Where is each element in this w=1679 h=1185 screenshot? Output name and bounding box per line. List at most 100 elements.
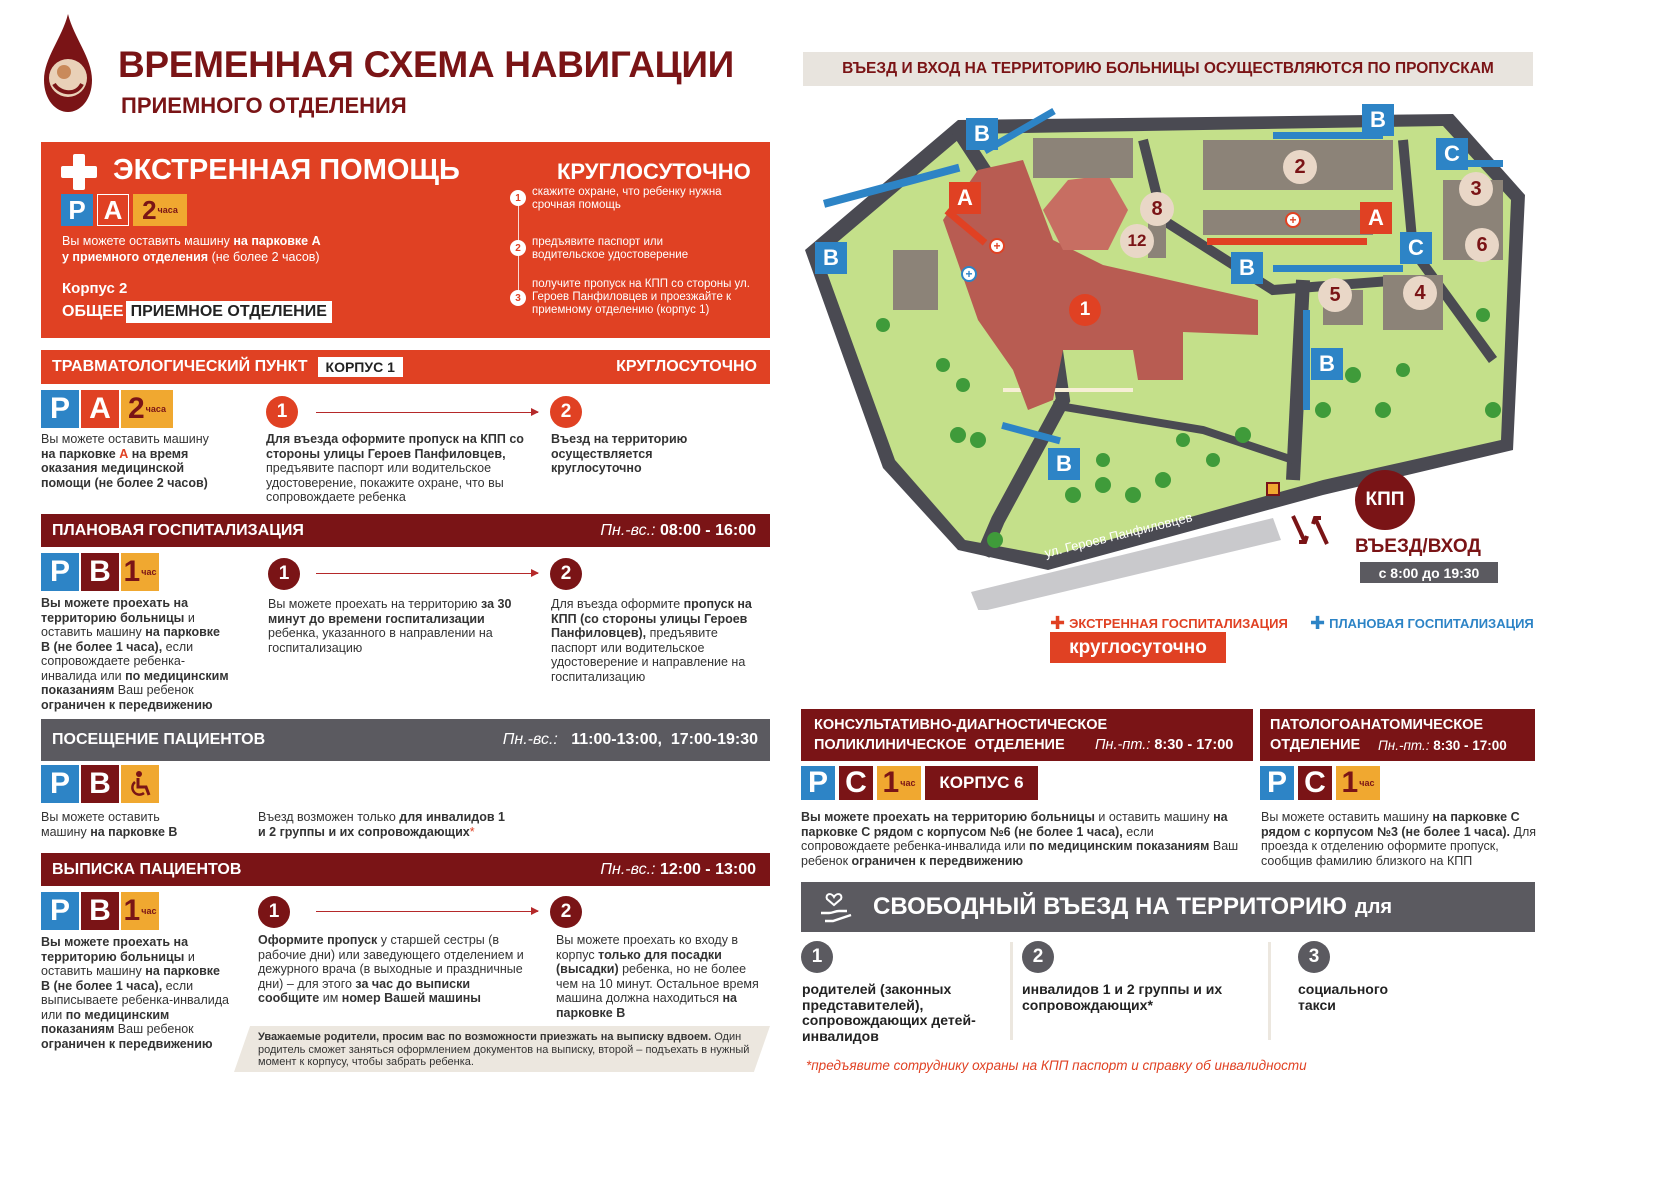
legend-emergency: ✚ЭКСТРЕННАЯ ГОСПИТАЛИЗАЦИЯ (1050, 613, 1288, 633)
legend-hours-badge: круглосуточно (1050, 632, 1226, 663)
visits-header: ПОСЕЩЕНИЕ ПАЦИЕНТОВ Пн.-вс.: 11:00-13:00… (41, 719, 770, 761)
parking-b-marker: B (966, 118, 998, 150)
building-2-label: 2 (1283, 150, 1317, 184)
entry-label: ВЪЕЗД/ВХОД (1355, 536, 1481, 557)
page-subtitle: ПРИЕМНОГО ОТДЕЛЕНИЯ (121, 93, 407, 118)
patho-title-1: ПАТОЛОГОАНАТОМИЧЕСКОЕ (1270, 717, 1484, 733)
free-entry-2-text: инвалидов 1 и 2 группы и их сопровождающ… (1022, 981, 1223, 1013)
free-entry-1-circle: 1 (801, 941, 833, 973)
free-entry-title-suffix: для (1355, 895, 1393, 918)
consult-text: Вы можете проехать на территорию больниц… (801, 810, 1239, 868)
parking-a-marker: A (949, 182, 981, 214)
consult-header: КОНСУЛЬТАТИВНО-ДИАГНОСТИЧЕСКОЕ ПОЛИКЛИНИ… (801, 709, 1253, 761)
parking-p-badge: P (801, 766, 835, 800)
discharge-step-1-text: Оформите пропуск у старшей сестры (в раб… (258, 933, 524, 1005)
parking-c-marker: C (1400, 232, 1432, 264)
parking-a-badge: A (97, 194, 129, 226)
free-entry-divider (1268, 942, 1271, 1040)
emergency-title: ЭКСТРЕННАЯ ПОМОЩЬ (113, 154, 460, 186)
trauma-hours: КРУГЛОСУТОЧНО (616, 358, 757, 375)
discharge-arrow (316, 907, 539, 915)
discharge-note (234, 1026, 770, 1072)
discharge-step-2-text: Вы можете проехать ко входу в корпус тол… (556, 933, 759, 1020)
parking-b-marker: B (815, 242, 847, 274)
entry-hours: с 8:00 до 19:30 (1360, 562, 1498, 583)
hospital-logo (40, 14, 96, 114)
patho-title-2: ОТДЕЛЕНИЕ (1270, 737, 1361, 753)
free-entry-footnote: *предъявите сотруднику охраны на КПП пас… (806, 1058, 1307, 1073)
parking-p-badge: P (41, 765, 79, 803)
wheelchair-icon (121, 765, 159, 803)
parking-c-badge: C (1298, 766, 1332, 800)
free-entry-divider (1010, 942, 1013, 1040)
patho-hours: Пн.-пт.: 8:30 - 17:00 (1378, 738, 1507, 753)
trauma-step-2-text: Въезд на территорию осуществляется кругл… (551, 432, 688, 475)
visits-hours: Пн.-вс.: 11:00-13:00, 17:00-19:30 (502, 731, 758, 748)
legend-planned: ✚ПЛАНОВАЯ ГОСПИТАЛИЗАЦИЯ (1310, 613, 1534, 633)
parking-b-badge: B (81, 892, 119, 930)
parking-b-badge: B (81, 765, 119, 803)
parking-b-badge: B (81, 553, 119, 591)
visits-access-text: Въезд возможен только для инвалидов 1 и … (258, 810, 505, 839)
emergency-entrance-icon: + (1285, 212, 1301, 228)
discharge-header: ВЫПИСКА ПАЦИЕНТОВ Пн.-вс.: 12:00 - 13:00 (41, 853, 770, 886)
parking-c-badge: C (839, 766, 873, 800)
pass-notice-banner: ВЪЕЗД И ВХОД НА ТЕРРИТОРИЮ БОЛЬНИЦЫ ОСУЩ… (803, 52, 1533, 86)
planned-hours: Пн.-вс.: 08:00 - 16:00 (600, 521, 756, 539)
visits-title: ПОСЕЩЕНИЕ ПАЦИЕНТОВ (52, 731, 266, 748)
trauma-building: КОРПУС 1 (317, 357, 403, 377)
building-12-label: 12 (1120, 224, 1154, 258)
free-entry-title: СВОБОДНЫЙ ВЪЕЗД НА ТЕРРИТОРИЮ (873, 893, 1347, 920)
building-4-label: 4 (1403, 276, 1437, 310)
emergency-entrance-icon: + (989, 238, 1005, 254)
free-entry-2-circle: 2 (1022, 941, 1054, 973)
discharge-parking-text: Вы можете проехать на территорию больниц… (41, 935, 229, 1051)
checkpoint-label: КПП (1365, 489, 1405, 510)
trauma-step-2-circle: 2 (550, 396, 582, 428)
discharge-step-2-circle: 2 (550, 896, 582, 928)
consult-title-2: ПОЛИКЛИНИЧЕСКОЕ ОТДЕЛЕНИЕ (814, 737, 1065, 753)
parking-b-marker: B (1311, 348, 1343, 380)
discharge-note-text: Уважаемые родители, просим вас по возмож… (258, 1031, 750, 1068)
building-1-label: 1 (1069, 294, 1101, 326)
planned-title: ПЛАНОВАЯ ГОСПИТАЛИЗАЦИЯ (52, 521, 304, 539)
planned-arrow (316, 569, 539, 577)
emergency-building: Корпус 2 (62, 280, 128, 297)
hand-heart-icon (817, 887, 857, 927)
checkpoint-circle: КПП (1355, 470, 1415, 530)
trauma-arrow (316, 408, 539, 416)
department-box: ПРИЕМНОЕ ОТДЕЛЕНИЕ (125, 301, 332, 323)
parking-p-badge: P (41, 892, 79, 930)
parking-p-badge: P (41, 553, 79, 591)
blue-cross-icon: ✚ (1310, 613, 1326, 633)
visits-parking-text: Вы можете оставить машину на парковке B (41, 810, 178, 839)
parking-a-marker: A (1360, 202, 1392, 234)
free-entry-3-circle: 3 (1298, 941, 1330, 973)
planned-header: ПЛАНОВАЯ ГОСПИТАЛИЗАЦИЯ Пн.-вс.: 08:00 -… (41, 514, 770, 547)
parking-b-marker: B (1362, 104, 1394, 136)
planned-entrance-icon: + (961, 266, 977, 282)
parking-a-badge: A (81, 390, 119, 428)
parking-b-marker: B (1231, 252, 1263, 284)
checkpoint-icon (1266, 482, 1280, 496)
free-entry-3-text: социального такси (1298, 981, 1389, 1013)
planned-step-1-circle: 1 (268, 558, 300, 590)
parking-b-marker: B (1048, 448, 1080, 480)
emergency-hours: КРУГЛОСУТОЧНО (557, 159, 751, 184)
planned-step-2-text: Для въезда оформите пропуск на КПП (со с… (551, 597, 752, 684)
consult-building: КОРПУС 6 (925, 766, 1038, 800)
free-entry-1-text: родителей (законных представителей), соп… (802, 981, 976, 1044)
page-title: ВРЕМЕННАЯ СХЕМА НАВИГАЦИИ (118, 44, 734, 85)
discharge-title: ВЫПИСКА ПАЦИЕНТОВ (52, 860, 242, 878)
consult-title-1: КОНСУЛЬТАТИВНО-ДИАГНОСТИЧЕСКОЕ (814, 717, 1108, 733)
building-8-label: 8 (1140, 192, 1174, 226)
medical-cross-icon (61, 154, 97, 190)
trauma-header: ТРАВМАТОЛОГИЧЕСКИЙ ПУНКТ КОРПУС 1 КРУГЛО… (41, 350, 770, 384)
free-entry-header: СВОБОДНЫЙ ВЪЕЗД НА ТЕРРИТОРИЮ для (801, 882, 1535, 932)
